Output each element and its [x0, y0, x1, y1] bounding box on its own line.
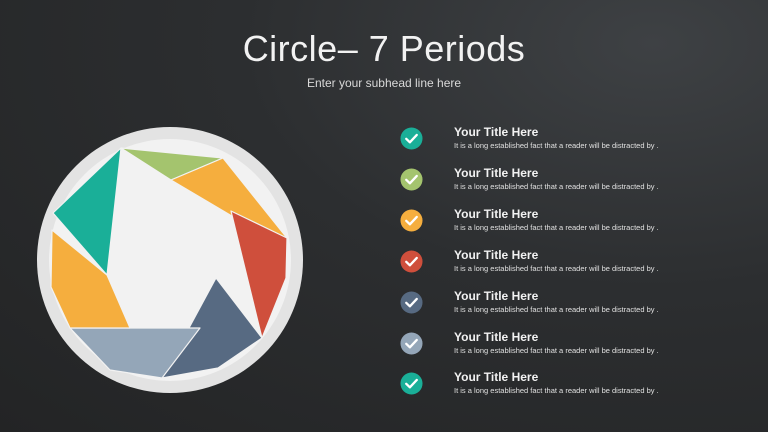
list-item: Your Title Here It is a long established…	[400, 207, 740, 241]
list-item: Your Title Here It is a long established…	[400, 289, 740, 323]
list-item: Your Title Here It is a long established…	[400, 166, 740, 200]
item-description: It is a long established fact that a rea…	[454, 346, 659, 355]
item-description: It is a long established fact that a rea…	[454, 182, 659, 191]
item-description: It is a long established fact that a rea…	[454, 386, 659, 395]
segment-red	[230, 210, 288, 339]
check-icon	[400, 209, 423, 232]
item-description: It is a long established fact that a rea…	[454, 264, 659, 273]
check-icon	[400, 372, 423, 395]
check-icon	[400, 332, 423, 355]
check-icon	[400, 291, 423, 314]
list-item: Your Title Here It is a long established…	[400, 125, 740, 159]
item-description: It is a long established fact that a rea…	[454, 141, 659, 150]
item-title: Your Title Here	[454, 125, 539, 139]
item-description: It is a long established fact that a rea…	[454, 305, 659, 314]
segment-orange-left	[50, 229, 131, 329]
item-title: Your Title Here	[454, 330, 539, 344]
circle-diagram	[37, 127, 303, 393]
check-icon	[400, 250, 423, 273]
slide-title: Circle– 7 Periods	[242, 28, 526, 69]
check-icon	[400, 127, 423, 150]
list-item: Your Title Here It is a long established…	[400, 370, 740, 404]
segment-teal	[52, 147, 122, 276]
item-title: Your Title Here	[454, 166, 539, 180]
segment-slate	[161, 277, 263, 379]
slide-subtitle: Enter your subhead line here	[306, 76, 462, 90]
segment-gray-blue	[69, 327, 201, 379]
item-title: Your Title Here	[454, 207, 539, 221]
check-icon	[400, 168, 423, 191]
item-description: It is a long established fact that a rea…	[454, 223, 659, 232]
list-item: Your Title Here It is a long established…	[400, 248, 740, 282]
item-title: Your Title Here	[454, 370, 539, 384]
item-title: Your Title Here	[454, 289, 539, 303]
item-title: Your Title Here	[454, 248, 539, 262]
list-item: Your Title Here It is a long established…	[400, 330, 740, 364]
